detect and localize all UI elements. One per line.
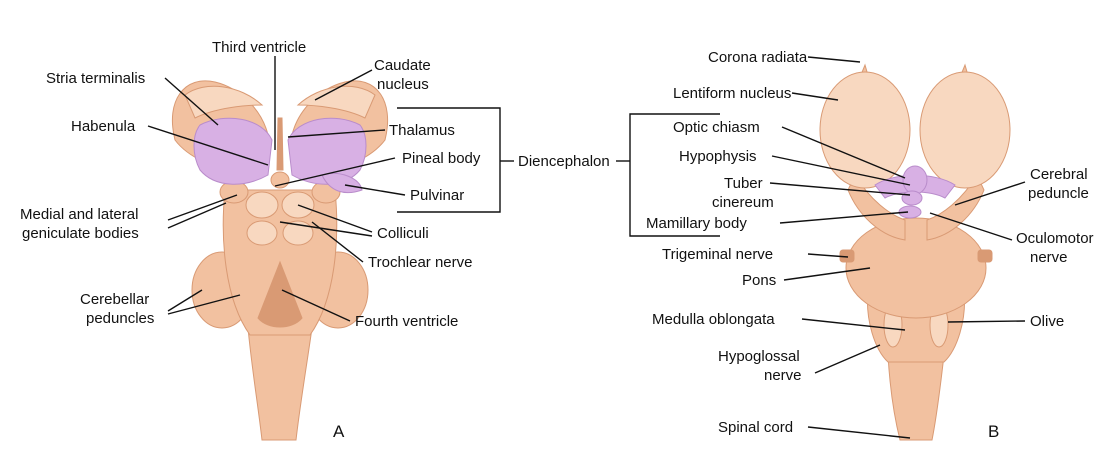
leader-olive [948, 321, 1025, 322]
label-hypoglossal-line2: nerve [764, 367, 802, 384]
panel-letter-b: B [988, 422, 999, 441]
leader-corona [808, 57, 860, 62]
label-caudate-line1: Caudate [374, 57, 431, 74]
panel-b-illustration [820, 65, 1010, 440]
label-geniculate-line2: geniculate bodies [22, 225, 139, 242]
a-third-ventricle [277, 118, 283, 170]
label-caudate-line2: nucleus [377, 76, 429, 93]
label-mamillary-body: Mamillary body [646, 215, 747, 232]
leader-hypoglossal [815, 345, 880, 373]
leader-spinal-cord [808, 427, 910, 438]
label-cerebellar-line1: Cerebellar [80, 291, 149, 308]
label-medulla-oblongata: Medulla oblongata [652, 311, 775, 328]
label-cerebral-line2: peduncle [1028, 185, 1089, 202]
b-hypophysis [903, 166, 927, 194]
b-trigeminal-right [978, 250, 992, 262]
b-lentiform-left [820, 72, 910, 188]
label-lentiform-nucleus: Lentiform nucleus [673, 85, 791, 102]
label-pulvinar: Pulvinar [410, 187, 464, 204]
label-tuber-line1: Tuber [724, 175, 763, 192]
label-fourth-ventricle: Fourth ventricle [355, 313, 458, 330]
panel-a-illustration [172, 81, 387, 440]
leader-geniculate-2 [168, 203, 226, 228]
center-labels: Diencephalon [518, 153, 610, 170]
label-cerebral-line1: Cerebral [1030, 166, 1088, 183]
b-tuber-cinereum [902, 191, 922, 205]
label-third-ventricle: Third ventricle [212, 39, 306, 56]
label-tuber-line2: cinereum [712, 194, 774, 211]
panel-letter-a: A [333, 422, 345, 441]
label-trochlear-nerve: Trochlear nerve [368, 254, 473, 271]
a-colliculus-3 [247, 221, 277, 245]
label-spinal-cord: Spinal cord [718, 419, 793, 436]
label-cerebellar-line2: peduncles [86, 310, 154, 327]
a-spinal-cord [248, 328, 312, 440]
label-diencephalon: Diencephalon [518, 153, 610, 170]
label-hypoglossal-line1: Hypoglossal [718, 348, 800, 365]
b-spinal-cord [888, 355, 944, 440]
label-pineal-body: Pineal body [402, 150, 481, 167]
label-oculomotor-line2: nerve [1030, 249, 1068, 266]
label-habenula: Habenula [71, 118, 136, 135]
label-trigeminal-nerve: Trigeminal nerve [662, 246, 773, 263]
a-pineal-body [271, 172, 289, 188]
b-lentiform-right [920, 72, 1010, 188]
label-olive: Olive [1030, 313, 1064, 330]
label-pons: Pons [742, 272, 776, 289]
label-oculomotor-line1: Oculomotor [1016, 230, 1094, 247]
label-hypophysis: Hypophysis [679, 148, 757, 165]
label-colliculi: Colliculi [377, 225, 429, 242]
label-corona-radiata: Corona radiata [708, 49, 808, 66]
label-thalamus: Thalamus [389, 122, 455, 139]
label-geniculate-line1: Medial and lateral [20, 206, 138, 223]
a-thalamus-left [194, 118, 272, 184]
a-colliculus-1 [246, 192, 278, 218]
label-stria-terminalis: Stria terminalis [46, 70, 145, 87]
label-optic-chiasm: Optic chiasm [673, 119, 760, 136]
